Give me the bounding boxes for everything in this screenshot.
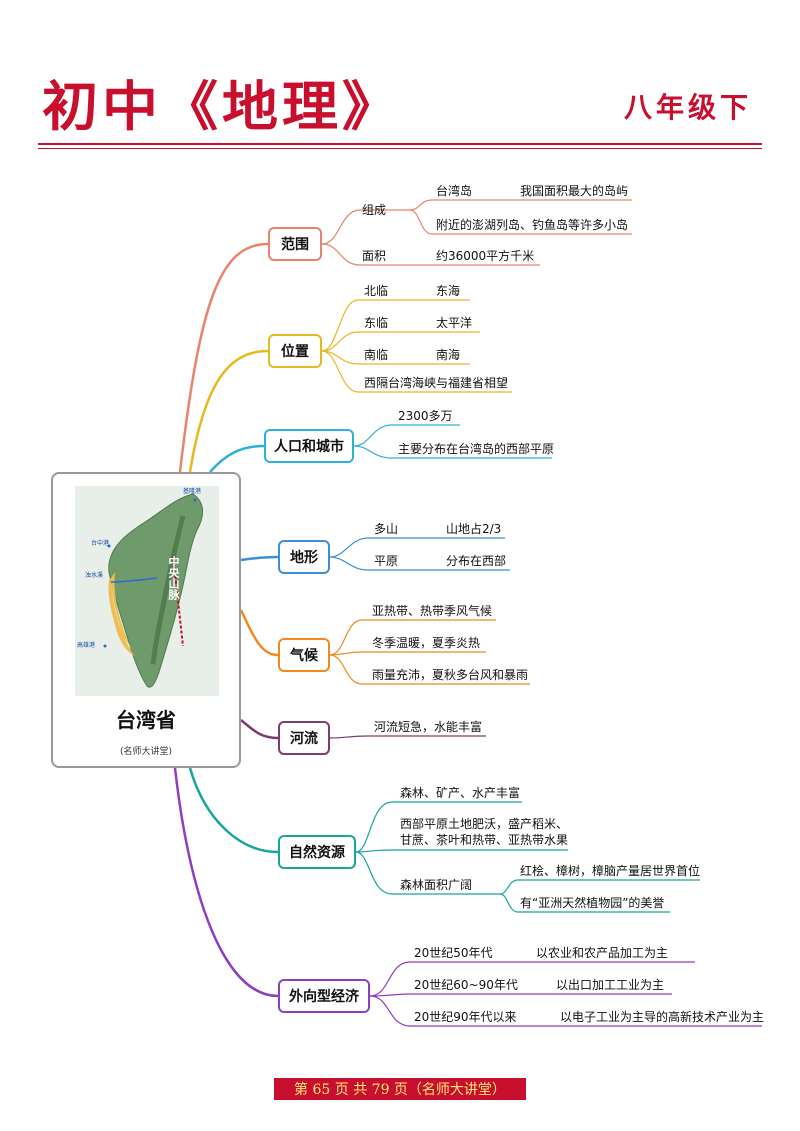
qihou-c1: 亚热带、热带季风气候 [372, 604, 493, 618]
fanwei-taiwandao-desc: 我国面积最大的岛屿 [520, 184, 629, 198]
weizhi-beilin: 北临 [364, 284, 389, 298]
dixing-duoshan: 多山 [374, 522, 399, 536]
fanwei-taiwandao: 台湾岛 [436, 184, 473, 198]
qihou-c3: 雨量充沛，夏秋多台风和暴雨 [372, 668, 529, 682]
weizhi-nanlin: 南临 [364, 348, 389, 362]
node-dixing: 地形 [278, 540, 330, 574]
weizhi-donglin: 东临 [364, 316, 389, 330]
taiwan-map-image: 基隆港 台中港 浊水溪 中央山脉 高雄港 [75, 486, 219, 696]
map-label-kaohsiung: 高雄港 [77, 642, 96, 649]
jingji-e3a: 20世纪90年代以来 [414, 1010, 517, 1024]
dixing-shandi: 山地占2/3 [446, 522, 502, 536]
qihou-c2: 冬季温暖，夏季炎热 [372, 636, 481, 650]
ziran-n1: 森林、矿产、水产丰富 [400, 786, 521, 800]
node-weizhi: 位置 [268, 334, 322, 368]
fanwei-islands: 附近的澎湖列岛、钓鱼岛等许多小岛 [436, 218, 629, 232]
ziran-forest: 森林面积广阔 [400, 878, 473, 892]
heliu-r1: 河流短急，水能丰富 [374, 720, 483, 734]
node-ziran: 自然资源 [278, 835, 356, 869]
fanwei-zucheng: 组成 [362, 203, 387, 217]
center-subtitle: (名师大讲堂) [119, 747, 173, 757]
header-rule-thin [38, 148, 762, 149]
dixing-pingyuan: 平原 [374, 554, 399, 568]
weizhi-strait: 西隔台湾海峡与福建省相望 [364, 376, 509, 390]
header-rule [38, 143, 762, 145]
renkou-dist: 主要分布在台湾岛的西部平原 [398, 442, 555, 456]
weizhi-donghai: 东海 [436, 284, 461, 298]
node-jingji: 外向型经济 [278, 979, 370, 1013]
map-label-zhuoshui: 浊水溪 [85, 572, 104, 579]
ziran-f1: 红桧、樟树，樟脑产量居世界首位 [520, 864, 701, 878]
jingji-e2b: 以出口加工工业为主 [556, 978, 665, 992]
page-footer: 第 65 页 共 79 页（名师大讲堂） [274, 1078, 526, 1100]
fanwei-mianji-val: 约36000平方千米 [436, 249, 535, 263]
map-label-taichung: 台中港 [91, 540, 110, 547]
center-card: 基隆港 台中港 浊水溪 中央山脉 高雄港 台湾省 (名师大讲堂) [51, 472, 241, 768]
ziran-f2: 有“亚洲天然植物园”的美誉 [520, 896, 665, 910]
fanwei-mianji: 面积 [362, 249, 387, 263]
jingji-e2a: 20世纪60~90年代 [414, 978, 518, 992]
center-title: 台湾省 [116, 708, 176, 732]
ziran-n2b: 甘蔗、茶叶和热带、亚热带水果 [400, 833, 569, 847]
map-label-keelung: 基隆港 [183, 488, 202, 495]
node-heliu: 河流 [278, 721, 330, 755]
ziran-n2a: 西部平原土地肥沃，盛产稻米、 [400, 817, 569, 831]
node-qihou: 气候 [278, 638, 330, 672]
page-title: 初中《地理》 [42, 75, 402, 139]
weizhi-taipingyang: 太平洋 [436, 316, 473, 330]
map-label-central-range: 中央山脉 [167, 556, 180, 600]
renkou-pop: 2300多万 [398, 409, 453, 423]
jingji-e1a: 20世纪50年代 [414, 946, 493, 960]
dixing-fenbu: 分布在西部 [446, 554, 507, 568]
weizhi-nanhai: 南海 [436, 348, 461, 362]
jingji-e1b: 以农业和农产品加工为主 [536, 946, 669, 960]
node-fanwei: 范围 [268, 227, 322, 261]
node-renkou: 人口和城市 [264, 429, 354, 463]
grade-label: 八年级下 [623, 91, 752, 124]
jingji-e3b: 以电子工业为主导的高新技术产业为主 [560, 1010, 765, 1024]
